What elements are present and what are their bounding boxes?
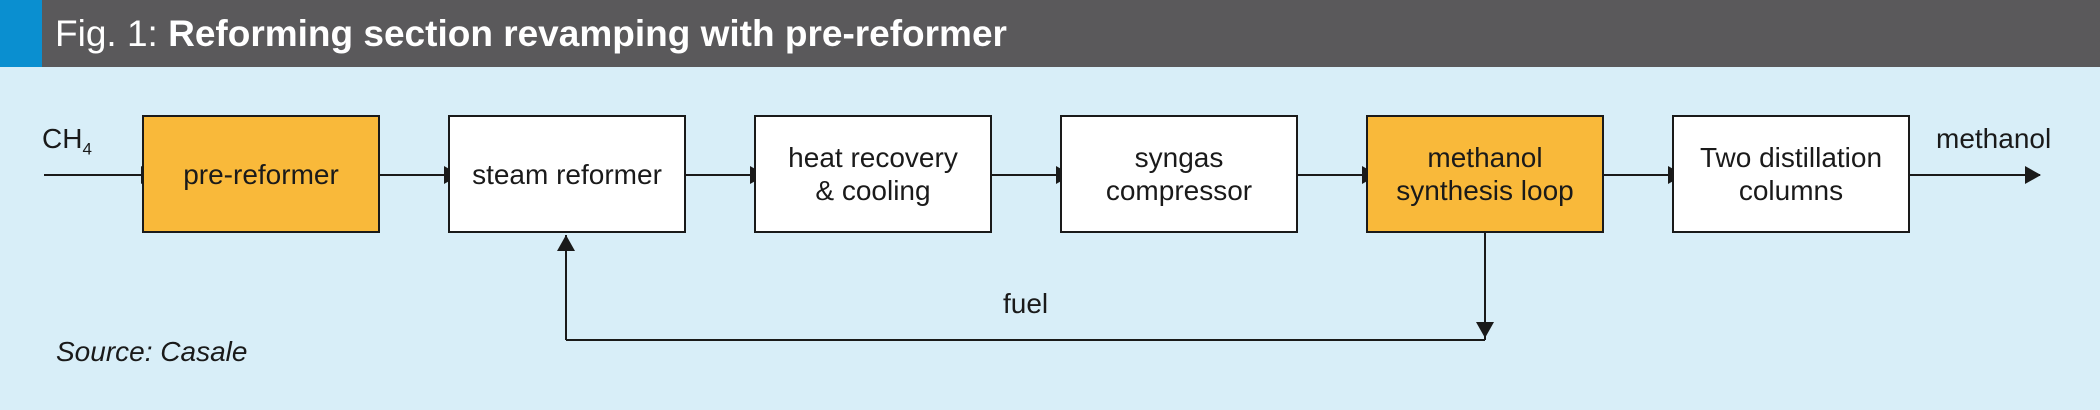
steam-reformer-box: steam reformer — [448, 115, 686, 233]
arrowhead-fuel-down — [1476, 322, 1494, 338]
arrowhead-fuel-to-steam-reformer — [557, 235, 575, 251]
ch4-main: CH — [42, 123, 83, 154]
source-caption: Source: Casale — [56, 336, 248, 367]
title-accent — [0, 0, 42, 67]
pre-reformer-box: pre-reformer — [142, 115, 380, 233]
ch4-input-label: CH4 — [42, 123, 92, 160]
syngas-compressor-box: syngas compressor — [1060, 115, 1298, 233]
ch4-subscript: 4 — [82, 139, 92, 159]
methanol-output-label: methanol — [1936, 123, 2052, 154]
figure-title: Fig. 1: Reforming section revamping with… — [55, 0, 1007, 67]
methanol-synthesis-box: methanol synthesis loop — [1366, 115, 1604, 233]
heat-recovery-box: heat recovery & cooling — [754, 115, 992, 233]
figure-title-text: Reforming section revamping with pre-ref… — [168, 13, 1007, 54]
figure-number: Fig. 1: — [55, 13, 158, 54]
arrowhead-methanol-output — [2025, 166, 2041, 184]
distillation-box: Two distillation columns — [1672, 115, 1910, 233]
fuel-label: fuel — [1003, 288, 1049, 319]
title-bar: Fig. 1: Reforming section revamping with… — [0, 0, 2100, 67]
